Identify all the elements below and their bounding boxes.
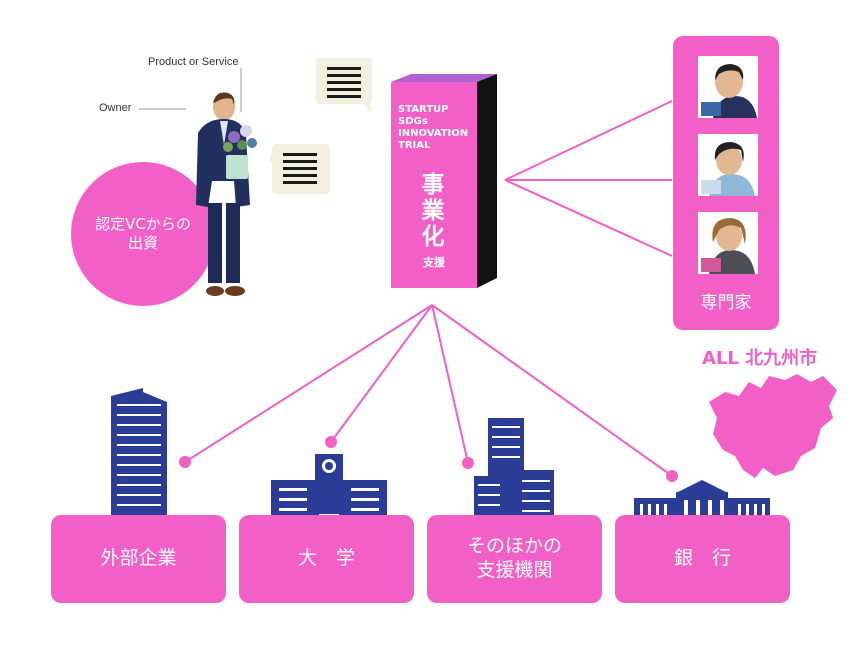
vc-line-2: 出資 (127, 234, 158, 252)
office-tower-icon (111, 388, 167, 518)
connector-dot-university (325, 436, 337, 448)
owner-label: Owner (99, 102, 132, 114)
experts-panel: 専門家 (673, 36, 779, 330)
building-cluster-icon (474, 418, 554, 528)
owner-businessman-icon (196, 92, 257, 296)
startup-sdgs-block (391, 74, 497, 288)
connector-support (431, 304, 469, 464)
connector-dot-bank (666, 470, 678, 482)
connector-dot-company (179, 456, 191, 468)
connector-dot-support (462, 457, 474, 469)
connector-expert-3 (504, 179, 673, 257)
connector-company (184, 304, 433, 463)
experts-avatars (698, 56, 758, 274)
vc-investment-circle: 認定VCからの 出資 (71, 162, 215, 306)
connector-university (330, 304, 433, 443)
expert-avatar-icon (698, 56, 758, 118)
experts-label: 専門家 (700, 293, 752, 313)
partner-box-company: 外部企業 (51, 515, 226, 603)
connector-bank (431, 304, 673, 477)
expert-avatar-icon (698, 212, 758, 274)
connector-expert-1 (504, 100, 673, 181)
vc-line-1: 認定VCからの (95, 214, 191, 233)
region-label: ALL 北九州市 (702, 348, 818, 369)
partner-box-support-orgs: そのほかの支援機関 (427, 515, 602, 603)
product-or-service-label: Product or Service (148, 56, 239, 68)
expert-avatar-icon (698, 134, 758, 196)
partner-box-university: 大 学 (239, 515, 414, 603)
speech-bubble-icon (270, 144, 330, 194)
speech-bubble-icon (316, 58, 372, 114)
kitakyushu-map-icon (709, 374, 837, 478)
partner-box-bank: 銀 行 (615, 515, 790, 603)
